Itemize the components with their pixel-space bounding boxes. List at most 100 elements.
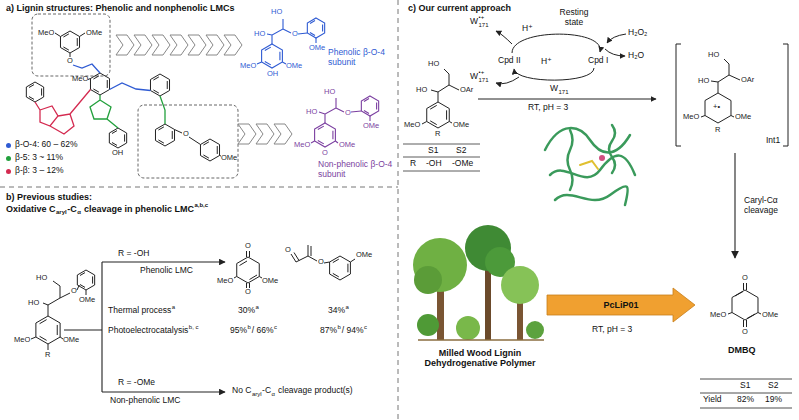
text-label: Photoelectrocatalysis [108, 326, 188, 336]
subscript: α [77, 209, 81, 216]
superscript: b [248, 324, 251, 331]
text-label: Cpd I [588, 56, 608, 66]
text-label: Phenolic LMC [140, 266, 193, 276]
lignin-polymer [55, 33, 221, 156]
panel-title: c) Our current approach [408, 3, 511, 13]
atom-label: HO [28, 299, 39, 308]
enzyme-structure [545, 128, 630, 152]
subscript: aryl [56, 209, 67, 216]
atom-label: O [71, 287, 77, 296]
text-label: S2 [456, 146, 466, 156]
atom-label: OMe [79, 296, 95, 305]
chevron-arrow [256, 124, 274, 144]
text-label: R = -OMe [118, 378, 155, 388]
text-label: H₂O [628, 51, 644, 61]
catalytic-cycle [478, 99, 656, 100]
node-text: DMBQ [728, 345, 756, 355]
chevron-arrow [238, 124, 256, 144]
atom-label: OMe [735, 113, 751, 122]
substrate [422, 69, 459, 124]
subunit-frame [138, 105, 238, 178]
atom-label: HO [271, 8, 282, 17]
panel-divider [0, 0, 398, 420]
atom-label: +• [713, 103, 720, 112]
atom-label: O [742, 274, 748, 283]
catalytic-cycle [605, 49, 625, 56]
legend-swatch [6, 169, 11, 174]
atom-label: OMe [309, 44, 325, 53]
atom-label: O [67, 57, 73, 66]
atom-label: O [245, 242, 251, 251]
non-phenolic-subunit [311, 98, 370, 143]
atom-label: HO [306, 108, 317, 117]
enzyme-reaction-arrow [547, 288, 695, 322]
enzyme-structure [568, 130, 573, 190]
superscript: b [338, 324, 341, 331]
catalytic-cycle [496, 77, 519, 84]
dmbq-structure [732, 290, 758, 320]
superscript: a [346, 304, 349, 311]
atom-label: MeO [404, 121, 420, 130]
legend-swatch [6, 156, 11, 161]
trees [418, 339, 544, 341]
atom-label: OMe [453, 121, 469, 130]
atom-label: OMe [339, 141, 355, 150]
subunit-frame [32, 14, 110, 76]
trees [437, 285, 444, 340]
radical-cation-intermediate [676, 44, 788, 146]
substrate [403, 144, 480, 171]
panel-divider [0, 187, 398, 188]
enol-ether-product [291, 245, 355, 280]
non-phenolic-subunit [361, 96, 378, 116]
atom-label: HO [698, 77, 709, 86]
atom-label: HO [416, 86, 427, 95]
reaction-arrow [64, 262, 102, 392]
lignin-polymer [90, 95, 165, 128]
text-label: H₂O₂ [628, 28, 647, 38]
trees [517, 298, 523, 340]
chevron-arrow [274, 124, 292, 144]
atom-label: HO [36, 274, 47, 283]
lignin-polymer [73, 64, 151, 91]
text-label: W [550, 84, 558, 94]
text-label: Resting state [556, 8, 592, 28]
atom-label: OMe [63, 336, 79, 345]
atom-label: HO [324, 88, 335, 97]
atom-label: OMe [286, 62, 302, 71]
atom-label: HO [254, 30, 265, 39]
atom-label: O [322, 149, 328, 158]
enol-ether-product [330, 256, 351, 280]
atom-label: MeO [72, 75, 88, 84]
atom-label: MeO [294, 141, 310, 150]
atom-label: O [292, 30, 298, 39]
panel-title: Oxidative C [6, 204, 56, 214]
subscript: 171 [479, 77, 489, 84]
text-label: 30% [238, 306, 255, 316]
benzoquinone [234, 251, 262, 288]
atom-label: O [345, 109, 351, 118]
atom-label: OMe [221, 154, 237, 163]
text-label: RT, pH = 3 [528, 103, 568, 113]
phenolic-subunit [257, 19, 316, 64]
trees [456, 316, 480, 340]
superscript: a [256, 304, 259, 311]
atom-label: HO [708, 51, 719, 60]
text-label: Yield [703, 395, 722, 405]
enzyme-structure [555, 186, 628, 205]
radical-cation-intermediate [705, 93, 731, 123]
text-label: 82% [737, 395, 754, 405]
text-label: W [470, 17, 478, 27]
trees [485, 262, 491, 340]
chevron-arrow [206, 35, 224, 55]
superscript: c [274, 324, 277, 331]
phenolic-subunit [257, 18, 325, 68]
lignin-polymer [200, 139, 219, 161]
lignin-polymer [150, 74, 169, 96]
atom-label: O [183, 130, 189, 139]
enzyme-structure [545, 125, 635, 205]
text-label: 87% [320, 326, 337, 336]
text-label: Thermal process [108, 306, 171, 316]
atom-label: OMe [363, 122, 379, 131]
atom-label: MeO [38, 29, 54, 38]
lignin-model-compound [31, 270, 95, 350]
